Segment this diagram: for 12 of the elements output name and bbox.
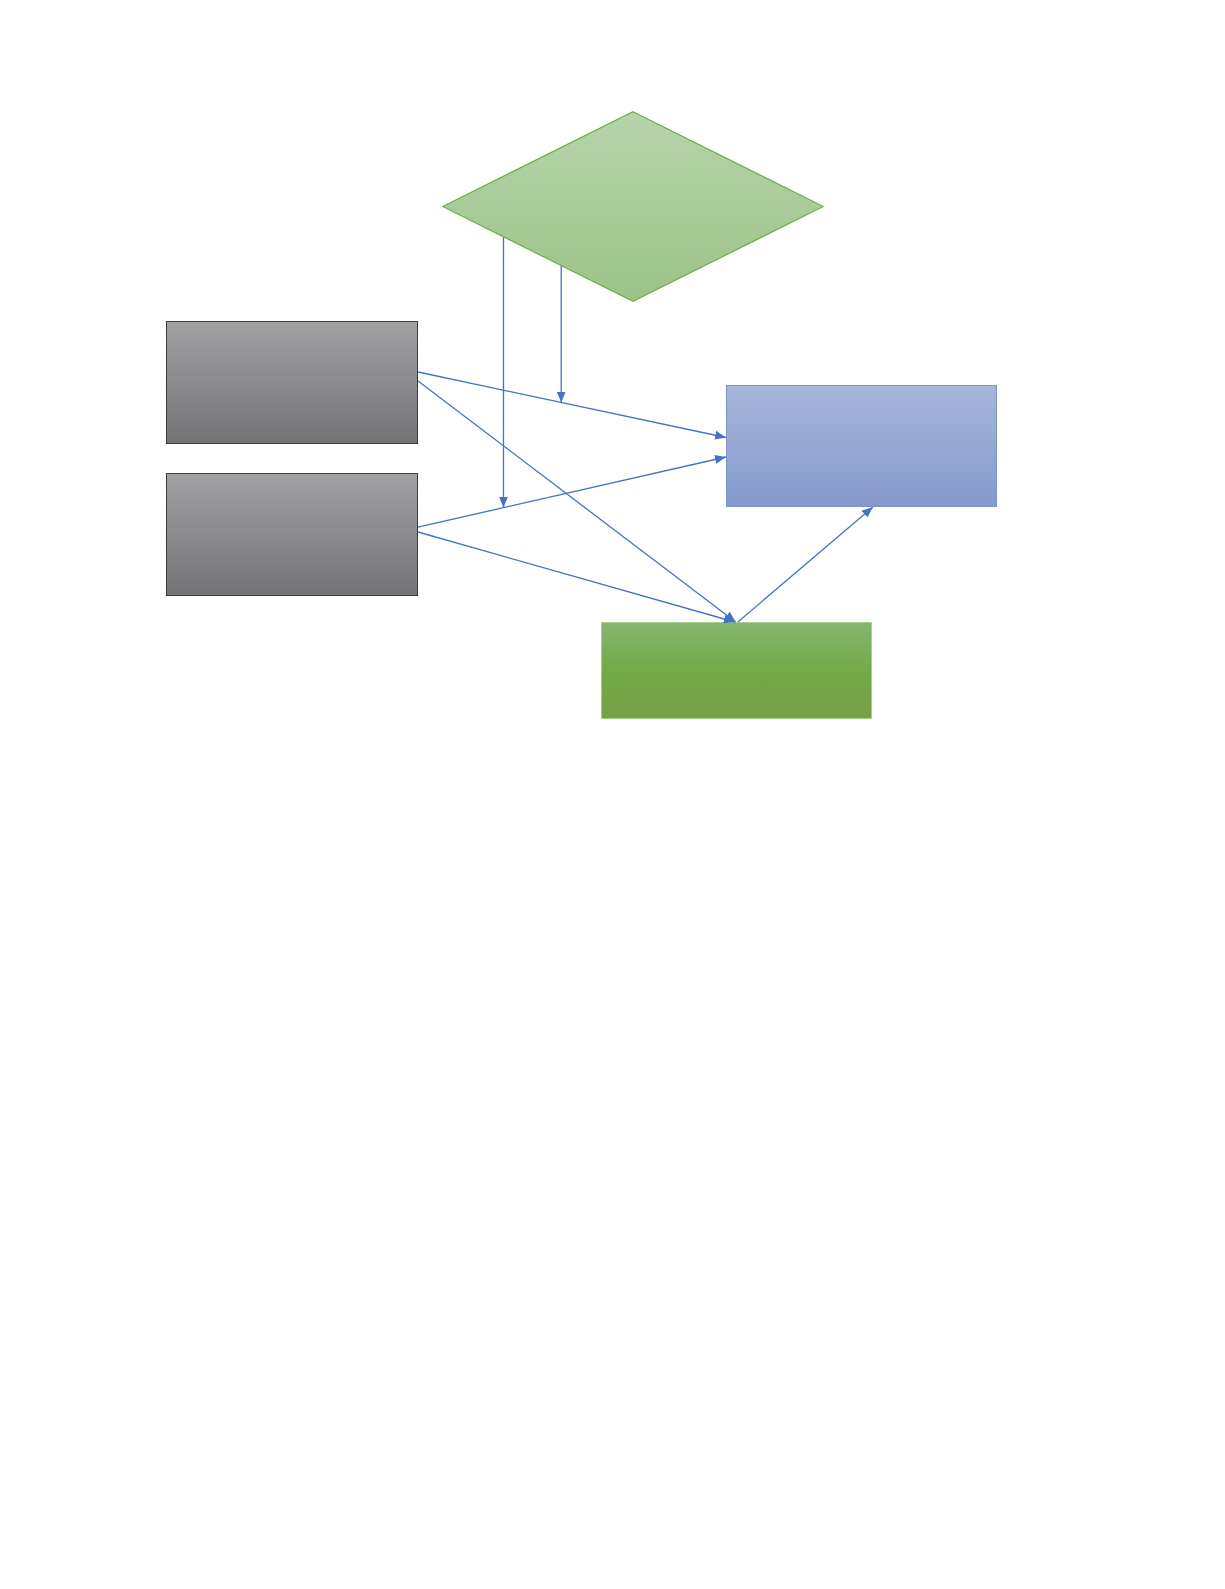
process-box [726,385,997,507]
decision-diamond [442,111,824,302]
arrow [417,371,727,440]
process-box [601,622,872,719]
arrow [417,455,727,528]
arrow [737,506,874,623]
arrow [499,236,508,509]
process-box [166,473,418,596]
arrow [556,265,566,404]
arrow [417,380,737,623]
process-box [166,321,418,444]
arrow [417,531,736,624]
